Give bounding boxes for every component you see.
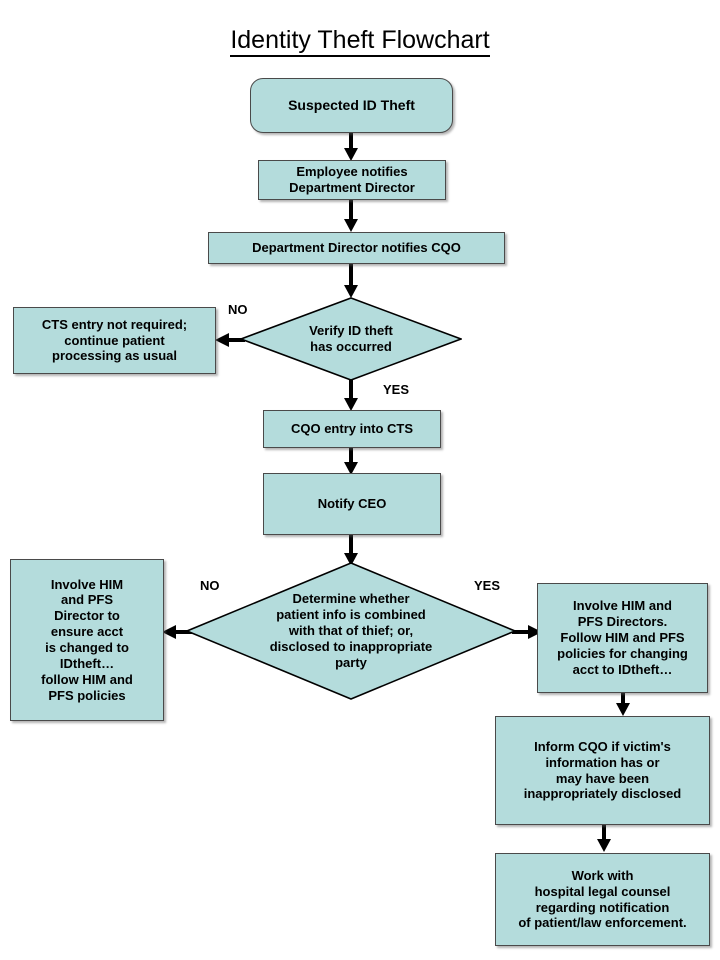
node-notify-ceo[interactable]: Notify CEO	[263, 473, 441, 535]
connector-involve-right-to-inform	[612, 692, 636, 718]
node-verify-id-theft-decision[interactable]: Verify ID theft has occurred	[240, 297, 462, 381]
node-suspected-id-theft[interactable]: Suspected ID Theft	[250, 78, 453, 133]
node-director-notifies-cqo[interactable]: Department Director notifies CQO	[208, 232, 505, 264]
connector-employee-to-director	[340, 198, 364, 234]
connector-director-to-verify	[340, 262, 364, 300]
diamond-shape	[186, 562, 516, 700]
node-inform-cqo-disclosure[interactable]: Inform CQO if victim's information has o…	[495, 716, 710, 825]
connector-inform-to-counsel	[593, 824, 617, 854]
diamond-shape	[240, 297, 462, 381]
node-cts-entry-not-required[interactable]: CTS entry not required; continue patient…	[13, 307, 216, 374]
connector-determine-yes-to-involve-right	[512, 621, 544, 643]
edge-label-determine-yes: YES	[474, 578, 501, 593]
node-work-with-legal-counsel[interactable]: Work with hospital legal counsel regardi…	[495, 853, 710, 946]
node-determine-disclosure-decision[interactable]: Determine whether patient info is combin…	[186, 562, 516, 700]
edge-label-verify-yes: YES	[383, 382, 410, 397]
node-involve-him-pfs-directors-yes-branch[interactable]: Involve HIM and PFS Directors. Follow HI…	[537, 583, 708, 693]
page-title: Identity Theft Flowchart	[0, 26, 720, 57]
node-cqo-entry-into-cts[interactable]: CQO entry into CTS	[263, 410, 441, 448]
connector-verify-yes-to-cqo	[340, 379, 364, 413]
connector-start-to-employee	[340, 131, 364, 163]
connector-cqo-to-ceo	[340, 447, 364, 477]
connector-ceo-to-determine	[340, 534, 364, 568]
edge-label-verify-no: NO	[228, 302, 248, 317]
page-title-text: Identity Theft Flowchart	[230, 26, 490, 57]
node-employee-notifies-director[interactable]: Employee notifies Department Director	[258, 160, 446, 200]
node-involve-him-pfs-director-no-branch[interactable]: Involve HIM and PFS Director to ensure a…	[10, 559, 164, 721]
edge-label-determine-no: NO	[200, 578, 220, 593]
